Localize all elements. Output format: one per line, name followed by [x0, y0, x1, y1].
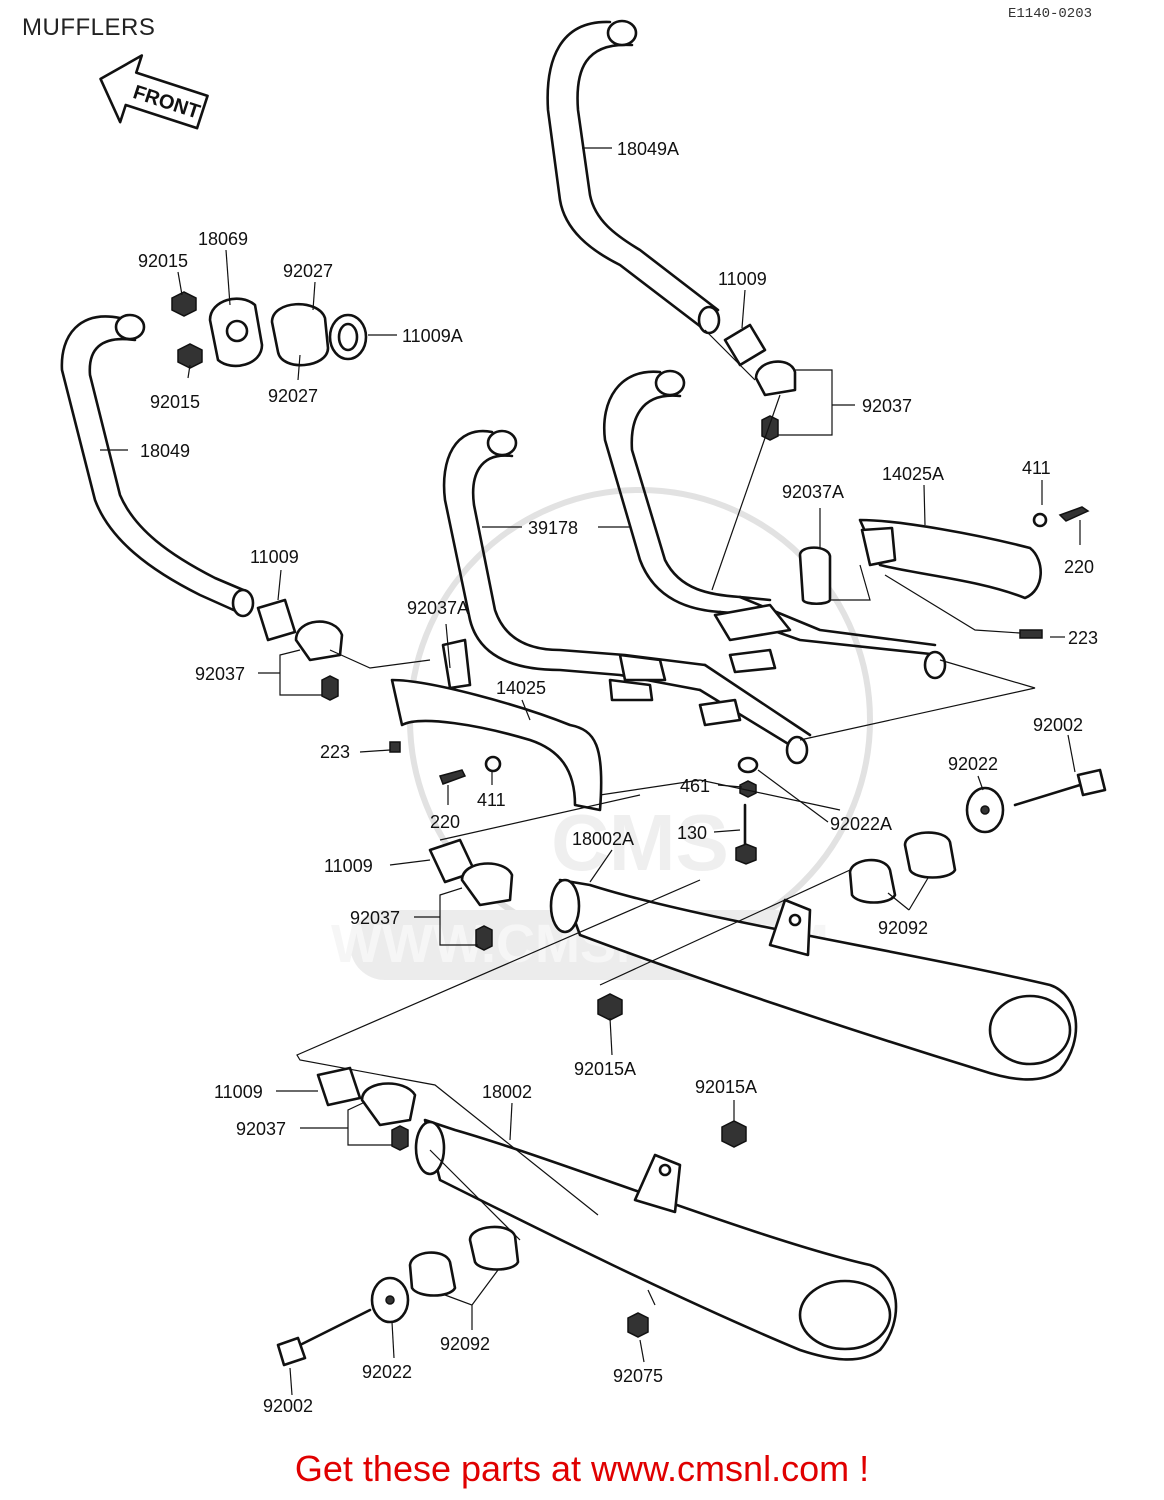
callout-label: 11009: [250, 547, 299, 567]
callout-label: 220: [430, 812, 460, 832]
callout-label: 130: [677, 823, 707, 843]
callout-label: 92037: [862, 396, 912, 416]
callout-label: 11009: [214, 1082, 263, 1102]
callout-label: 92037A: [407, 598, 469, 618]
callout-label: 18002: [482, 1082, 532, 1102]
callout-label: 18069: [198, 229, 248, 249]
callout-label: 92022A: [830, 814, 892, 834]
guide-lines: [296, 329, 1036, 1241]
callout-label: 92037: [195, 664, 245, 684]
callout-label: 92037: [350, 908, 400, 928]
muffler-18002A: [428, 838, 1078, 1081]
callout-label: 18002A: [572, 829, 634, 849]
callout-label: 92092: [878, 918, 928, 938]
callout-label: 92027: [268, 386, 318, 406]
callout-label: 92075: [613, 1366, 663, 1386]
callout-label: 92015A: [695, 1077, 757, 1097]
callout-label: 411: [477, 790, 506, 810]
callout-label: 461: [680, 776, 710, 796]
callout-label: 18049: [140, 441, 190, 461]
exhaust-pipe-18049: [60, 313, 255, 618]
leader-lines: [100, 147, 1081, 1396]
callout-label: 11009A: [402, 326, 463, 346]
collar-clamp-top: [723, 323, 797, 441]
heat-shield-14025: [389, 638, 603, 812]
callout-label: 92037A: [782, 482, 844, 502]
heat-shield-14025A: [858, 506, 1090, 639]
callout-label: 92002: [263, 1396, 313, 1416]
cmsnl-parts-link[interactable]: Get these parts at www.cmsnl.com !: [294, 1448, 870, 1489]
callout-label: 92015A: [574, 1059, 636, 1079]
callout-label: 92022: [362, 1362, 412, 1382]
callout-label: 223: [320, 742, 350, 762]
flange-group: [171, 291, 368, 369]
callout-label: 92022: [948, 754, 998, 774]
collar-clamp-left: [256, 598, 344, 701]
callout-label: 223: [1068, 628, 1098, 648]
callout-label: 92027: [283, 261, 333, 281]
center-hardware: [735, 756, 759, 865]
callout-label: 39178: [528, 518, 578, 538]
exhaust-pipe-18049A: [546, 19, 721, 335]
diagram-code: E1140-0203: [1008, 6, 1093, 22]
muffler-18002: [414, 1118, 898, 1361]
callout-label: 92015: [150, 392, 200, 412]
callout-label: 18049A: [617, 139, 679, 159]
watermark-logo-text: CMS: [551, 798, 729, 887]
callout-label: 92092: [440, 1334, 490, 1354]
front-arrow: FRONT: [99, 54, 209, 130]
mount-right: [848, 768, 1107, 904]
callout-label: 92037: [236, 1119, 286, 1139]
callout-label: 92002: [1033, 715, 1083, 735]
collar-clamp-lower: [316, 1066, 417, 1151]
callout-label: 411: [1022, 458, 1051, 478]
mount-lower-left: [276, 1225, 520, 1367]
callout-label: 11009: [718, 269, 767, 289]
callout-labels: 18049A 18069 92015 92027 11009A 92015 92…: [138, 139, 1098, 1416]
callout-label: 14025: [496, 678, 546, 698]
front-arrow-shape: [99, 54, 209, 130]
callout-label: 92015: [138, 251, 188, 271]
clamp-92037A-right: [798, 546, 832, 606]
callout-label: 11009: [324, 856, 373, 876]
page-title: MUFFLERS: [22, 14, 156, 41]
center-pipe-39178: [442, 369, 947, 765]
exploded-parts-diagram: WWW.CMSNL.COM CMS FRONT: [60, 19, 1107, 1416]
callout-label: 220: [1064, 557, 1094, 577]
callout-label: 14025A: [882, 464, 944, 484]
